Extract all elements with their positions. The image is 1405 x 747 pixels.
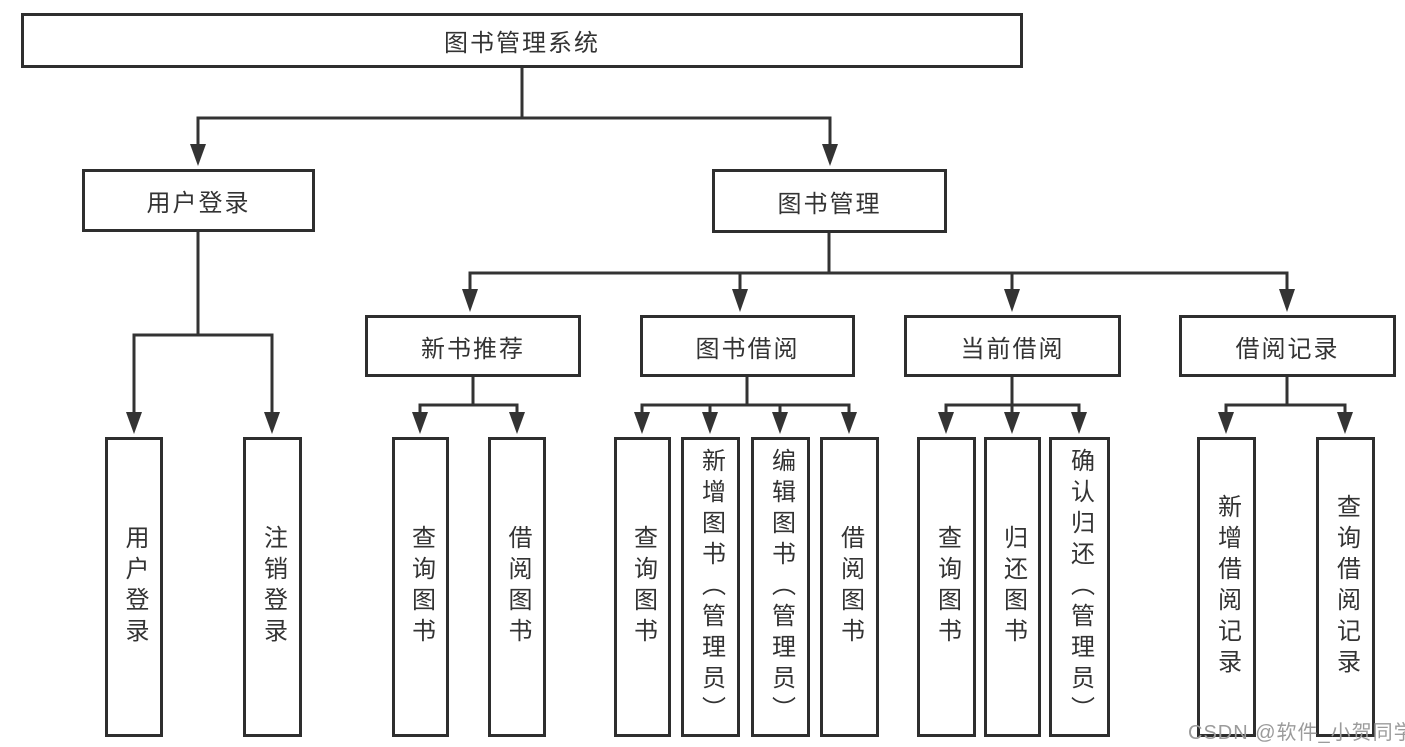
leaf-label: 借阅图书 [504, 525, 531, 649]
leaf-borrow-books-recommend: 借阅图书 [488, 437, 546, 737]
leaf-query-books-recommend: 查询图书 [392, 437, 449, 737]
csdn-watermark: CSDN @软件_小贺同学 [1188, 722, 1405, 744]
leaf-label: 新增借阅记录 [1213, 494, 1241, 680]
node-borrow-records: 借阅记录 [1179, 315, 1396, 377]
leaf-label: 注销登录 [259, 525, 287, 649]
leaf-label: 新增图书（管理员） [697, 447, 725, 727]
leaf-query-books-borrow: 查询图书 [614, 437, 671, 737]
leaf-label: 借阅图书 [836, 525, 864, 649]
node-book-borrow: 图书借阅 [640, 315, 855, 377]
node-new-book-recommend: 新书推荐 [365, 315, 581, 377]
node-library-management-system: 图书管理系统 [21, 13, 1023, 68]
node-book-management: 图书管理 [712, 169, 947, 233]
leaf-edit-book-admin: 编辑图书（管理员） [751, 437, 810, 737]
node-user-login: 用户登录 [82, 169, 315, 232]
leaf-query-borrow-record: 查询借阅记录 [1316, 437, 1375, 737]
leaf-logout-login: 注销登录 [243, 437, 302, 737]
leaf-label: 用户登录 [121, 525, 148, 649]
leaf-label: 编辑图书（管理员） [767, 447, 795, 727]
leaf-label: 查询图书 [629, 525, 657, 649]
leaf-label: 查询图书 [407, 525, 435, 649]
leaf-label: 查询借阅记录 [1332, 494, 1360, 680]
leaf-label: 确认归还（管理员） [1066, 447, 1094, 727]
leaf-confirm-return-admin: 确认归还（管理员） [1049, 437, 1110, 737]
leaf-add-borrow-record: 新增借阅记录 [1197, 437, 1256, 737]
node-current-borrow: 当前借阅 [904, 315, 1121, 377]
leaf-add-book-admin: 新增图书（管理员） [681, 437, 740, 737]
leaf-user-login: 用户登录 [105, 437, 163, 737]
leaf-query-books-current: 查询图书 [917, 437, 976, 737]
leaf-borrow-books-borrow: 借阅图书 [820, 437, 879, 737]
leaf-label: 查询图书 [933, 525, 961, 649]
leaf-return-book: 归还图书 [984, 437, 1041, 737]
leaf-label: 归还图书 [999, 525, 1027, 649]
